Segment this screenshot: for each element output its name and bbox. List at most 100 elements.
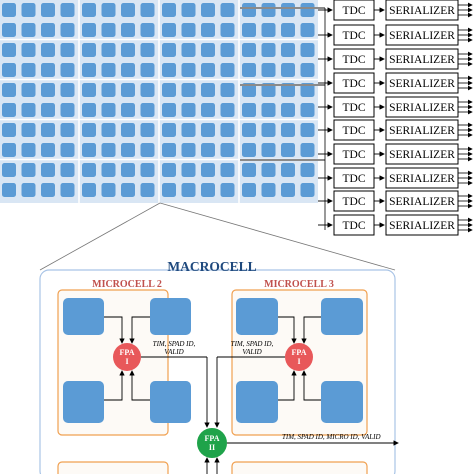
spad-pixel-array xyxy=(0,0,326,230)
spad-pixel xyxy=(261,163,276,177)
spad-pixel xyxy=(261,123,276,137)
spad-pixel xyxy=(101,183,116,197)
spad-pixel xyxy=(140,103,155,117)
spad-pixel xyxy=(162,23,176,37)
spad-pixel xyxy=(261,23,276,37)
spad-top-right xyxy=(150,298,191,335)
fpa2-node xyxy=(197,428,227,458)
spad-pixel xyxy=(181,3,196,17)
spad-pixel xyxy=(121,43,135,57)
spad-pixel xyxy=(242,183,256,197)
spad-pixel xyxy=(82,43,96,57)
spad-pixel xyxy=(21,23,36,37)
spad-pixel xyxy=(101,143,116,157)
tdc-label: TDC xyxy=(343,102,366,114)
spad-pixel xyxy=(300,163,315,177)
spad-pixel xyxy=(21,43,36,57)
microcell-2: MICROCELL 2 FPA I TIM, SPAD ID, VALID xyxy=(57,279,207,436)
spad-pixel xyxy=(220,183,235,197)
bus-label-left-2: VALID xyxy=(164,348,183,356)
bus-label-left-1: TIM, SPAD ID, xyxy=(153,340,196,348)
spad-pixel xyxy=(60,143,75,157)
tdc-label: TDC xyxy=(343,149,366,161)
wire-spad-bl-fpa1 xyxy=(104,370,125,401)
spad-pixel xyxy=(2,103,16,117)
spad-pixel xyxy=(201,23,215,37)
tdc-label: TDC xyxy=(343,78,366,90)
spad-pixel xyxy=(181,123,196,137)
serializer-label: SERIALIZER xyxy=(389,102,455,114)
serializer-label: SERIALIZER xyxy=(389,196,455,208)
spad-pixel xyxy=(82,143,96,157)
spad-pixel xyxy=(242,63,256,77)
wire-spad-bl-fpa1 xyxy=(278,370,297,401)
spad-pixel xyxy=(41,163,55,177)
spad-bottom-left xyxy=(63,381,104,423)
spad-pixel xyxy=(21,3,36,17)
fpa1-label-right: FPA xyxy=(292,348,307,357)
spad-pixel xyxy=(2,83,16,97)
wire-spad-tl-fpa1 xyxy=(104,316,125,344)
spad-pixel xyxy=(242,23,256,37)
spad-pixel xyxy=(140,63,155,77)
spad-pixel xyxy=(181,183,196,197)
spad-pixel xyxy=(162,63,176,77)
spad-pixel xyxy=(300,183,315,197)
tdc-label: TDC xyxy=(343,173,366,185)
fpa1-node-left xyxy=(113,343,141,371)
tdc-label: TDC xyxy=(343,125,366,137)
wire-spad-tr-fpa1 xyxy=(301,316,321,344)
spad-pixel xyxy=(220,123,235,137)
spad-pixel xyxy=(82,63,96,77)
spad-pixel xyxy=(21,83,36,97)
spad-pixel xyxy=(140,163,155,177)
spad-pixel xyxy=(220,3,235,17)
spad-pixel xyxy=(101,103,116,117)
spad-pixel xyxy=(162,143,176,157)
spad-pixel xyxy=(261,43,276,57)
tdc-label: TDC xyxy=(343,54,366,66)
microcell-3-title: MICROCELL 3 xyxy=(264,279,334,290)
readout-row: TDC SERIALIZER xyxy=(318,143,473,165)
spad-pixel xyxy=(201,123,215,137)
spad-pixel xyxy=(162,103,176,117)
fpa2-sub: II xyxy=(209,443,215,452)
spad-pixel xyxy=(162,83,176,97)
spad-pixel xyxy=(60,23,75,37)
readout-row: TDC SERIALIZER xyxy=(318,190,473,212)
spad-pixel xyxy=(300,3,315,17)
spad-pixel xyxy=(201,3,215,17)
spad-pixel xyxy=(2,63,16,77)
readout-row: TDC SERIALIZER xyxy=(318,72,473,94)
spad-pixel xyxy=(101,123,116,137)
spad-pixel xyxy=(121,183,135,197)
spad-pixel xyxy=(162,123,176,137)
serializer-label: SERIALIZER xyxy=(389,149,455,161)
wire-spad-tl-fpa1 xyxy=(278,316,297,344)
tdc-label: TDC xyxy=(343,196,366,208)
spad-pixel xyxy=(121,63,135,77)
spad-pixel xyxy=(201,83,215,97)
spad-pixel xyxy=(261,63,276,77)
spad-pixel xyxy=(242,83,256,97)
spad-bottom-right xyxy=(150,381,191,423)
spad-pixel xyxy=(41,63,55,77)
spad-pixel xyxy=(220,163,235,177)
spad-pixel xyxy=(60,43,75,57)
spad-pixel xyxy=(300,63,315,77)
wire-spad-br-fpa1 xyxy=(301,370,321,401)
readout-chain: TDC SERIALIZER TDC SERIALIZER TDC SERIALIZER T… xyxy=(318,0,473,236)
output-bus-label: TIM, SPAD ID, MICRO ID, VALID xyxy=(282,433,381,441)
spad-pixel xyxy=(281,83,295,97)
spad-pixel xyxy=(281,43,295,57)
bus-label-right-2: VALID xyxy=(242,348,261,356)
serializer-label: SERIALIZER xyxy=(389,78,455,90)
spad-pixel xyxy=(181,103,196,117)
spad-pixel xyxy=(21,103,36,117)
spad-pixel xyxy=(201,43,215,57)
spad-pixel xyxy=(121,163,135,177)
spad-pixel xyxy=(242,143,256,157)
